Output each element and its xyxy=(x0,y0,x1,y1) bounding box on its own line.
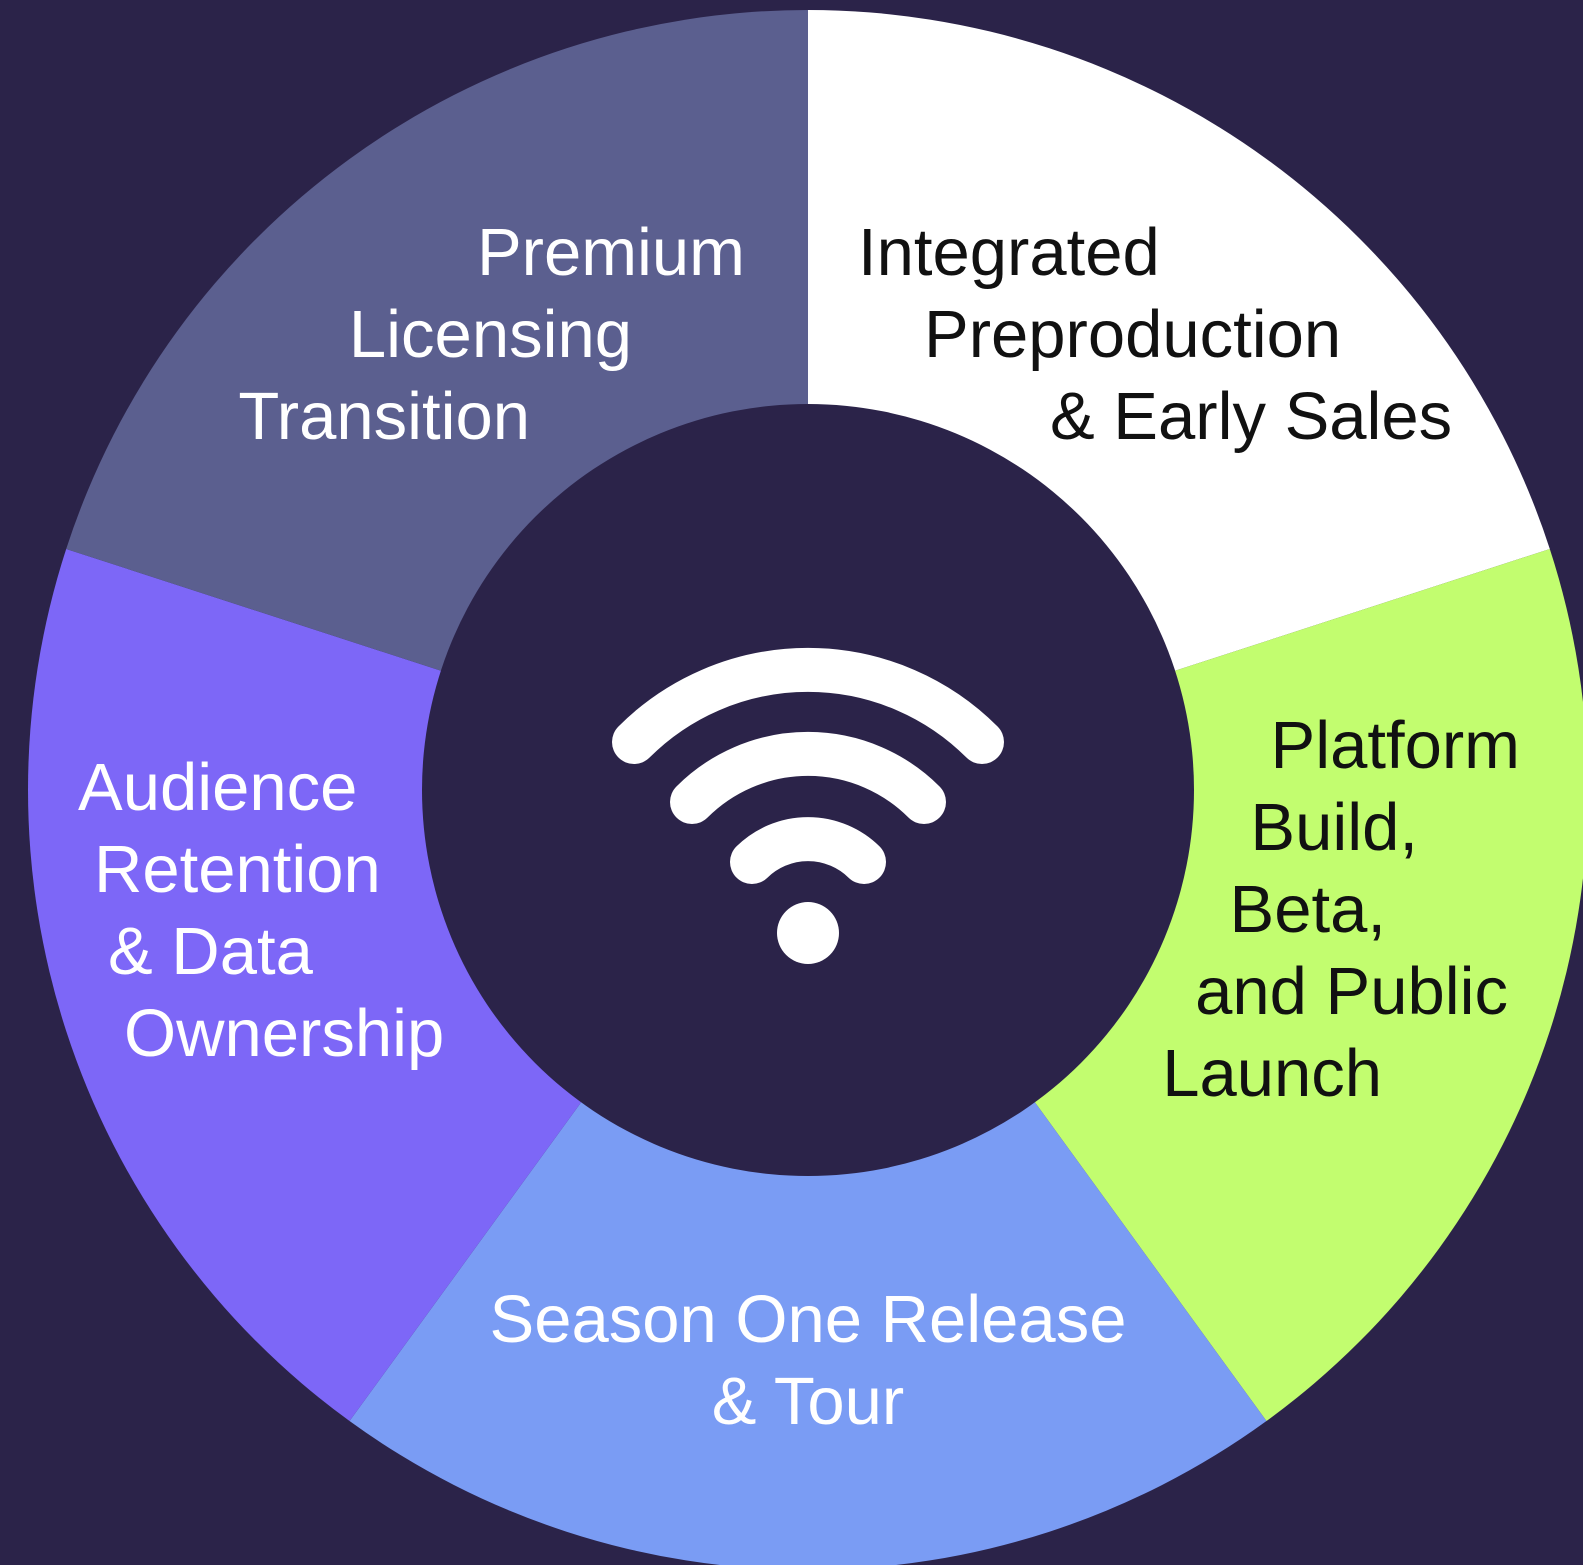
segment-label-line: & Data xyxy=(108,914,314,989)
segment-label-line: Ownership xyxy=(124,996,444,1071)
segment-label-line: & Early Sales xyxy=(1050,379,1452,454)
segment-label-line: Audience xyxy=(78,750,357,825)
segment-label-line: Licensing xyxy=(349,297,632,372)
segments-group xyxy=(28,10,1583,1565)
segment-label-line: Premium xyxy=(477,215,745,290)
segment-season-one-release xyxy=(349,790,1267,1565)
wifi-arc-outer xyxy=(612,647,1004,764)
segment-label-line: Season One Release xyxy=(490,1282,1127,1357)
segment-label-line: Beta, xyxy=(1230,872,1386,947)
wifi-arc-middle xyxy=(670,732,946,824)
center-circle xyxy=(422,404,1194,1176)
segment-label-line: and Public xyxy=(1195,954,1508,1029)
segment-label-line: Preproduction xyxy=(924,297,1341,372)
segment-label-line: & Tour xyxy=(712,1364,904,1439)
wifi-dot xyxy=(777,902,839,964)
segment-label-line: Integrated xyxy=(858,215,1160,290)
segment-label-line: Platform xyxy=(1271,708,1520,783)
wifi-icon xyxy=(612,647,1004,964)
wifi-arc-inner xyxy=(730,817,886,884)
segment-label-season-one-release: Season One Release& Tour xyxy=(490,1282,1127,1439)
segment-label-line: Transition xyxy=(238,379,530,454)
segment-label-line: Build, xyxy=(1250,790,1418,865)
segment-label-line: Retention xyxy=(94,832,381,907)
segment-label-line: Launch xyxy=(1162,1036,1382,1111)
